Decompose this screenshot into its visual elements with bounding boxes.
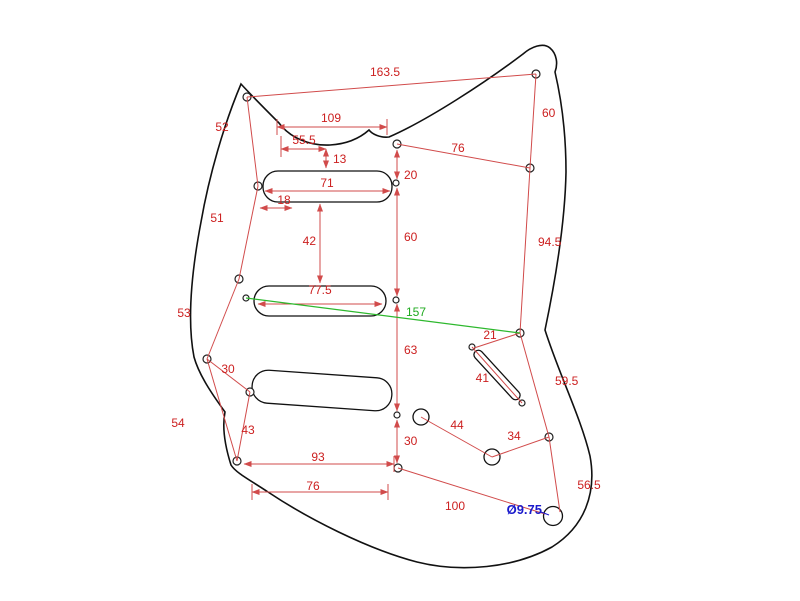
dim-53-label: 53: [177, 306, 191, 320]
dim-157-label: 157: [406, 305, 426, 319]
dim-163-5-line: [246, 73, 537, 98]
dim-157-line: [245, 297, 521, 334]
diameter-leader-line: [540, 511, 550, 516]
dim-20-label: 20: [404, 168, 418, 182]
bridge-pickup-cutout: [251, 369, 393, 412]
dim-63-label: 63: [404, 343, 418, 357]
dim-54-label: 54: [171, 416, 185, 430]
dim-18-label: 18: [277, 193, 291, 207]
dim-21-label: 21: [483, 328, 497, 342]
neck-pickup-cutout: [262, 170, 393, 203]
dim-109-label: 109: [321, 111, 341, 125]
dim-52-label: 52: [215, 120, 229, 134]
dim-30-left-line: [206, 358, 251, 393]
dim-52-line: [246, 96, 259, 187]
dim-60-top-label: 60: [542, 106, 556, 120]
dim-77-5-label: 77.5: [308, 283, 332, 297]
dim-56-5-line: [548, 436, 561, 513]
dim-60-vert-label: 60: [404, 230, 418, 244]
dim-42-label: 42: [303, 234, 317, 248]
dim-44-label: 44: [450, 418, 464, 432]
dim-51-label: 51: [210, 211, 224, 225]
diameter-9-75-label: Ø9.75: [507, 502, 542, 517]
pickup-mount-hole: [393, 411, 401, 419]
pickup-mount-hole: [392, 296, 400, 304]
dim-100-label: 100: [445, 499, 465, 513]
dim-43-label: 43: [241, 423, 255, 437]
dim-21-line: [473, 332, 521, 349]
dim-55-5-label: 55.5: [292, 133, 316, 147]
dim-56-5-label: 56.5: [577, 478, 601, 492]
dim-76-bottom-label: 76: [306, 479, 320, 493]
dim-41-line: [471, 346, 523, 404]
dim-13-label: 13: [333, 152, 347, 166]
jack-hole: [542, 505, 564, 527]
dim-30-bottom-label: 30: [404, 434, 418, 448]
dim-94-5-line: [519, 167, 531, 334]
dim-76-top-line: [396, 143, 531, 169]
dim-30-left-label: 30: [221, 362, 235, 376]
dim-94-5-label: 94.5: [538, 235, 562, 249]
dim-54-line: [206, 358, 238, 462]
pickup-mount-hole: [392, 179, 400, 187]
dim-59-5-line: [519, 332, 550, 438]
dim-100-line: [397, 467, 546, 515]
dim-71-label: 71: [320, 176, 334, 190]
dim-51-line: [238, 185, 259, 280]
dim-34-label: 34: [507, 429, 521, 443]
dim-53-line: [206, 278, 240, 360]
dim-34-line: [491, 436, 550, 458]
dim-43-line: [236, 391, 251, 462]
dim-59-5-label: 59.5: [555, 374, 579, 388]
dim-60-top-line: [529, 73, 537, 169]
dim-76-top-label: 76: [451, 141, 465, 155]
dim-93-label: 93: [311, 450, 325, 464]
dim-163-5-label: 163.5: [370, 65, 400, 79]
dim-44-line: [420, 416, 493, 458]
dim-41-label: 41: [476, 371, 490, 385]
